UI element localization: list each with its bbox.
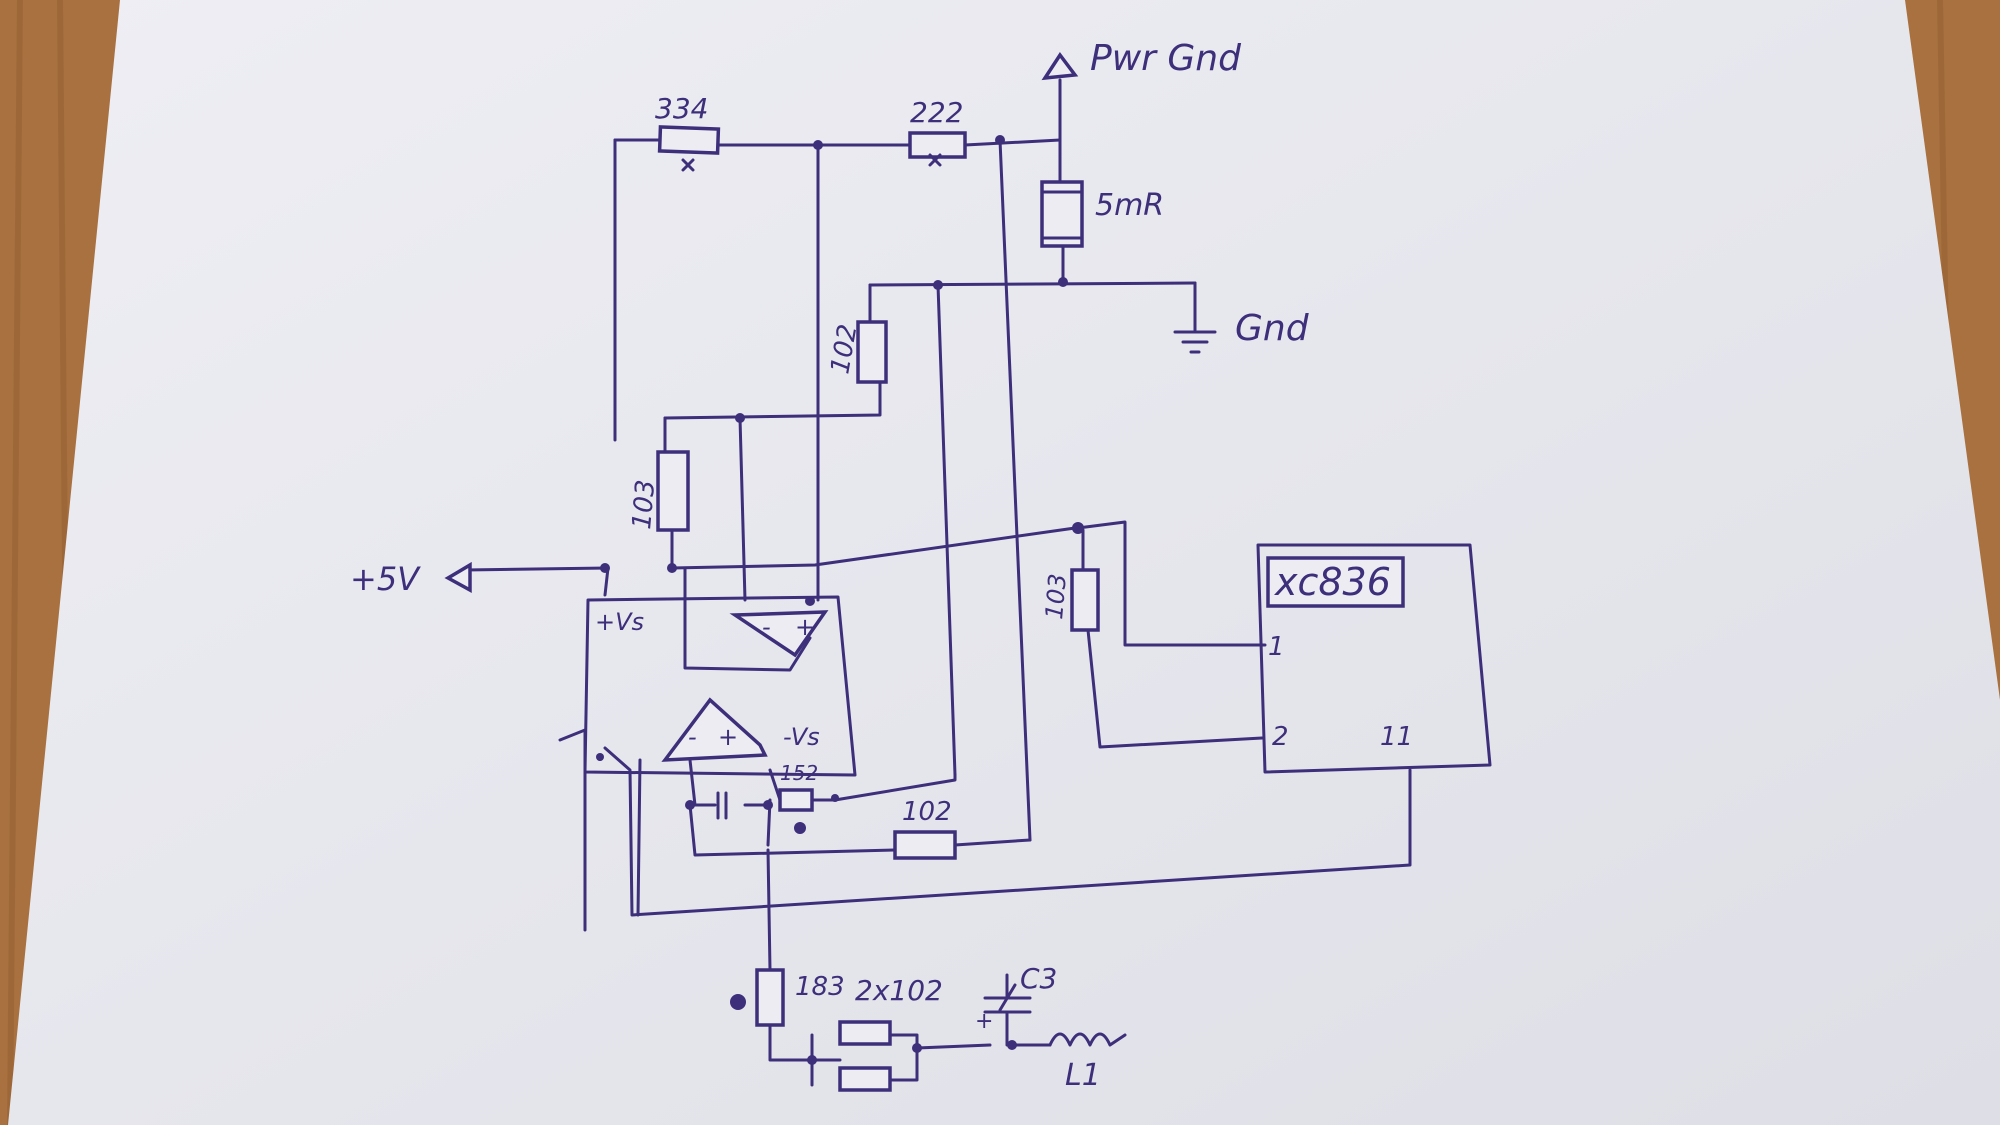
junction-dots xyxy=(597,135,1084,1065)
label-pin2: 2 xyxy=(1272,722,1289,752)
label-plus5v: +5V xyxy=(350,560,421,598)
label-334: 334 xyxy=(655,92,708,125)
resistor-2x102-a xyxy=(838,1020,892,1046)
capacitor-c3 xyxy=(983,973,1032,1047)
opamp-package xyxy=(583,595,857,777)
resistor-103-left xyxy=(656,450,690,532)
resistor-183 xyxy=(755,968,785,1027)
gnd-symbol xyxy=(1173,330,1217,354)
inductor-l1 xyxy=(1048,1032,1127,1047)
chip-xc836-body xyxy=(1256,543,1492,774)
wires xyxy=(463,78,1412,1087)
label-l1: L1 xyxy=(1065,1058,1101,1093)
label-183: 183 xyxy=(795,972,845,1002)
resistor-222 xyxy=(908,131,967,159)
resistor-102-bottom xyxy=(893,830,957,860)
resistor-334 xyxy=(657,125,721,155)
paper-sheet xyxy=(8,0,2000,1125)
label-pin1: 1 xyxy=(1268,632,1285,662)
label-5mr: 5mR xyxy=(1095,188,1164,223)
pwr-gnd-symbol xyxy=(1041,51,1079,81)
chip-xc836-label-box xyxy=(1266,556,1405,608)
label-xc836: xc836 xyxy=(1274,560,1391,604)
label-cap-plus: + xyxy=(975,1009,993,1034)
opamp-lower xyxy=(661,697,768,762)
label-222: 222 xyxy=(910,96,963,129)
label-2x102: 2x102 xyxy=(855,974,943,1007)
label-102-bottom: 102 xyxy=(902,797,952,827)
mark-x-222 xyxy=(928,153,942,167)
label-pwr-gnd: Pwr Gnd xyxy=(1090,38,1242,79)
label-c3: C3 xyxy=(1020,962,1057,995)
opamp-upper xyxy=(729,610,829,658)
label-plus-vs: +Vs xyxy=(595,608,644,636)
label-op-upper-minus: - xyxy=(762,613,771,641)
resistor-152 xyxy=(778,788,814,812)
mark-x-334 xyxy=(681,158,695,172)
label-op-lower-plus: + xyxy=(718,723,738,751)
label-103-left: 103 xyxy=(627,479,661,531)
plus5v-arrow xyxy=(444,561,472,593)
resistor-2x102-b xyxy=(838,1066,892,1092)
label-minus-vs: -Vs xyxy=(783,723,820,751)
label-op-upper-plus: + xyxy=(795,613,815,641)
label-op-lower-minus: - xyxy=(688,723,697,751)
label-gnd: Gnd xyxy=(1235,308,1310,349)
resistor-103-right xyxy=(1070,568,1100,632)
label-152: 152 xyxy=(780,761,818,785)
capacitor-small xyxy=(716,791,728,820)
resistor-102-top xyxy=(856,320,888,384)
shunt-bands xyxy=(1040,190,1084,240)
label-pin11: 11 xyxy=(1380,722,1413,752)
label-103-right: 103 xyxy=(1040,572,1072,620)
